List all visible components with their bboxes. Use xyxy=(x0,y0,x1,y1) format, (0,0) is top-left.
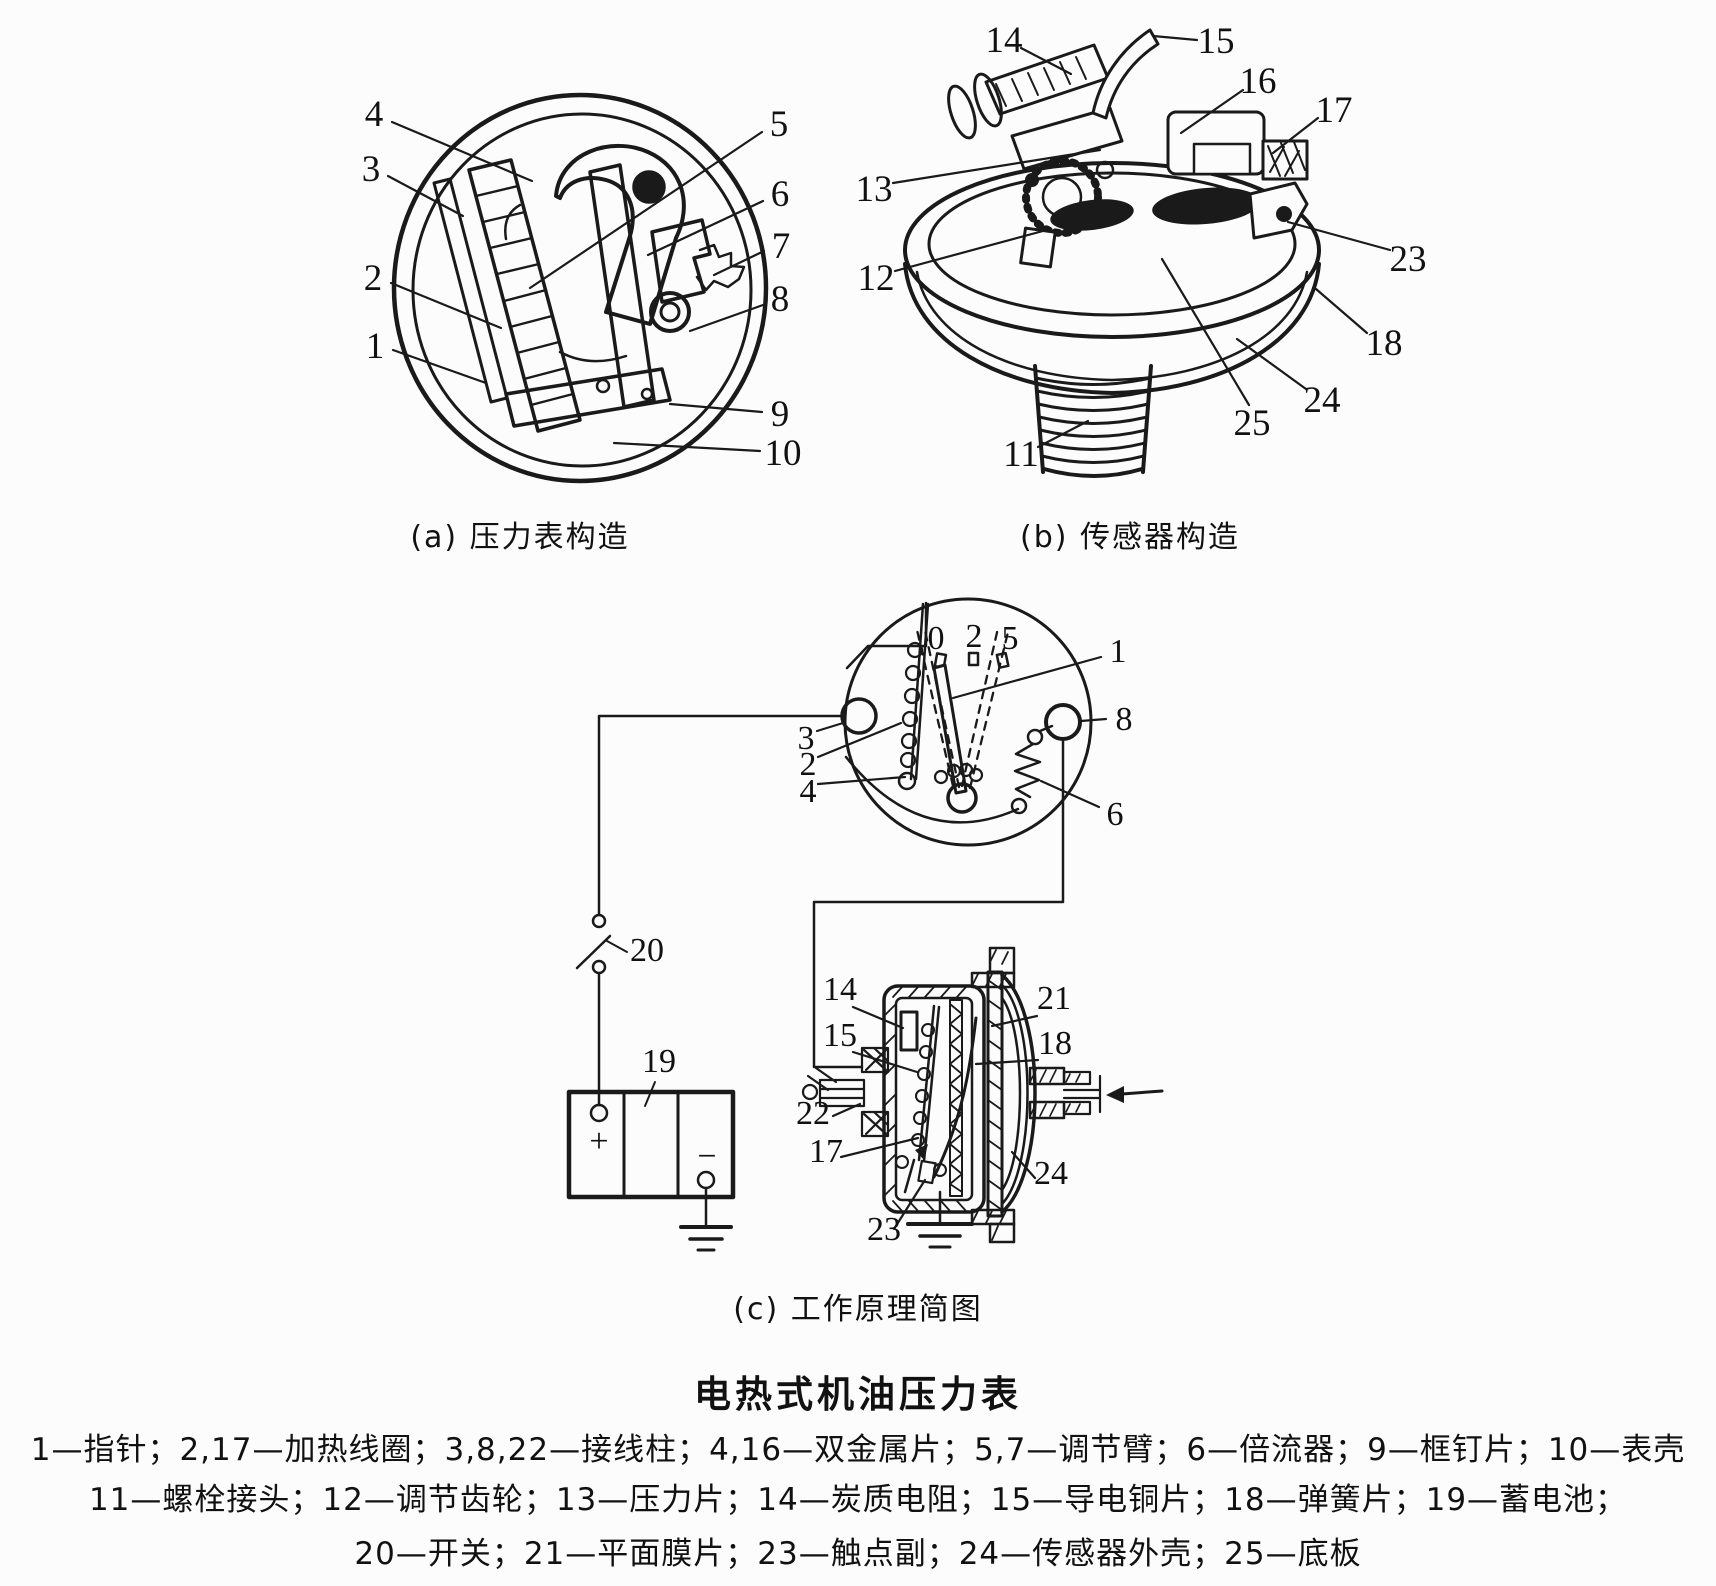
part-label: 1 xyxy=(366,326,385,367)
part-label: 6 xyxy=(771,174,790,215)
part-label: 19 xyxy=(642,1043,676,1080)
part-label: 20 xyxy=(630,932,664,969)
part-label: 24 xyxy=(1304,380,1341,421)
part-label: 25 xyxy=(1234,403,1271,444)
working-principle-schematic: 0 2 5 3 2 4 1 8 6 20 xyxy=(566,597,1164,1252)
part-label: 18 xyxy=(1038,1025,1072,1062)
part-label: 8 xyxy=(1116,701,1133,738)
terminal-right xyxy=(1044,703,1082,741)
part-label: 4 xyxy=(365,94,384,135)
part-label: 21 xyxy=(1037,980,1071,1017)
oil-inlet-nipple xyxy=(1028,1066,1102,1120)
part-label: 16 xyxy=(1240,61,1277,102)
part-label: 14 xyxy=(986,20,1023,61)
part-label: 22 xyxy=(796,1095,830,1132)
terminal-left xyxy=(840,697,878,735)
part-label: 13 xyxy=(856,169,893,210)
part-label: 11 xyxy=(1003,434,1039,475)
battery-plus-sign: + xyxy=(589,1123,608,1160)
part-label: 10 xyxy=(765,433,802,474)
part-label: 15 xyxy=(823,1017,857,1054)
part-label: 14 xyxy=(823,971,857,1008)
sensor-shell-rim xyxy=(903,161,1321,339)
dial-scale-number: 0 xyxy=(928,620,945,657)
battery-minus-sign: − xyxy=(697,1138,716,1175)
part-label: 17 xyxy=(809,1133,843,1170)
part-label: 9 xyxy=(771,394,790,435)
part-label: 6 xyxy=(1107,796,1124,833)
flat-membrane xyxy=(1000,996,1022,1192)
oil-inlet-arrow-icon xyxy=(1106,1086,1164,1103)
spring-plate xyxy=(932,1016,978,1179)
battery-symbol: + − 19 xyxy=(566,1043,736,1252)
part-label: 3 xyxy=(798,720,815,757)
sensor-cross-section: 14 15 22 17 23 21 18 24 xyxy=(796,946,1164,1249)
panel-a-caption: (a) 压力表构造 xyxy=(410,520,630,555)
part-label: 8 xyxy=(771,279,790,320)
switch-symbol: 20 xyxy=(575,913,664,975)
bimetal-strip xyxy=(467,158,582,433)
part-label: 2 xyxy=(800,746,817,783)
panel-b-caption: (b) 传感器构造 xyxy=(1020,520,1240,555)
part-label: 2 xyxy=(364,258,383,299)
part-label: 23 xyxy=(1390,239,1427,280)
gauge-dial: 0 2 5 3 2 4 1 8 6 xyxy=(798,597,1133,847)
part-label: 18 xyxy=(1366,323,1403,364)
part-label: 12 xyxy=(858,258,895,299)
pressure-gauge-structure-drawing: 4 3 2 1 5 6 7 8 9 10 xyxy=(362,92,802,484)
part-label: 15 xyxy=(1198,21,1235,62)
part-label: 3 xyxy=(362,149,381,190)
part-label: 4 xyxy=(800,773,817,810)
part-label: 1 xyxy=(1110,633,1127,670)
part-label: 7 xyxy=(772,226,791,267)
part-label: 24 xyxy=(1034,1155,1068,1192)
part-label: 17 xyxy=(1316,90,1353,131)
panel-b-leader-lines xyxy=(891,34,1392,449)
panel-a-leader-lines xyxy=(386,120,766,453)
threaded-bolt xyxy=(1033,364,1153,478)
dial-scale-number: 2 xyxy=(966,618,983,655)
legend-line-3: 20—开关；21—平面膜片；23—触点副；24—传感器外壳；25—底板 xyxy=(354,1536,1362,1572)
gauge-case-outline xyxy=(391,92,769,484)
contact-pair xyxy=(895,1144,947,1194)
adjusting-gear xyxy=(1022,157,1102,237)
legend-line-2: 11—螺栓接头；12—调节齿轮；13—压力片；14—炭质电阻；15—导电铜片；1… xyxy=(88,1482,1628,1518)
part-label: 5 xyxy=(770,104,789,145)
figure-title: 电热式机油压力表 xyxy=(694,1373,1022,1416)
ground-symbol xyxy=(679,1186,733,1252)
panel-c-caption: (c) 工作原理简图 xyxy=(733,1292,983,1327)
sensor-ground-symbol xyxy=(906,1190,974,1249)
circuit-wires xyxy=(597,714,1065,1107)
part-label: 23 xyxy=(867,1211,901,1248)
dial-scale-number: 5 xyxy=(1002,620,1019,657)
legend-line-1: 1—指针；2,17—加热线圈；3,8,22—接线柱；4,16—双金属片；5,7—… xyxy=(30,1432,1686,1468)
sensor-structure-drawing: 14 15 16 17 13 12 23 18 24 25 11 xyxy=(856,20,1427,478)
